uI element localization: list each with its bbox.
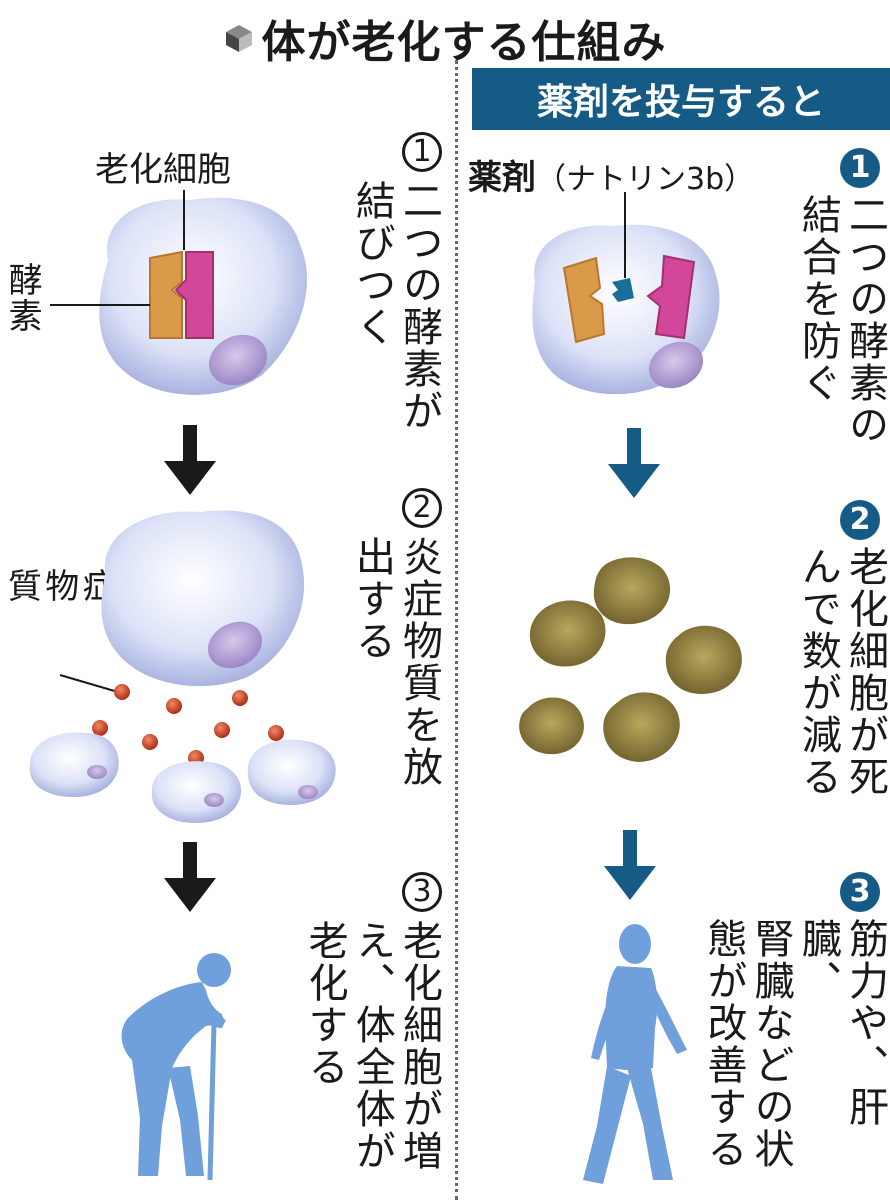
step-text: 老化細胞が増 え、体全体が 老化する bbox=[301, 920, 442, 1172]
left-step-3: 3 老化細胞が増 え、体全体が 老化する bbox=[276, 872, 442, 1200]
walking-person-icon bbox=[583, 924, 687, 1184]
right-step-2: 2 老化細胞が死 んで数が減る bbox=[776, 500, 888, 840]
step-text: 炎症物質を放 出する bbox=[348, 536, 442, 788]
elderly-person-icon bbox=[121, 953, 231, 1181]
down-arrow-icon bbox=[164, 425, 216, 495]
drug-label: 薬剤（ナトリン3b） bbox=[468, 158, 755, 198]
step-text: 老化細胞が死 んで数が減る bbox=[794, 546, 888, 798]
step-text: 二つの酵素が 結びつく bbox=[348, 180, 442, 432]
step-text: 筋力や、肝臓、 腎臓などの状 態が改善する bbox=[700, 918, 888, 1170]
column-divider bbox=[455, 60, 458, 1200]
cube-icon bbox=[225, 25, 252, 52]
step-number-2: 2 bbox=[402, 488, 442, 528]
banner: 薬剤を投与すると bbox=[472, 68, 890, 130]
title-text: 体が老化する仕組み bbox=[261, 17, 667, 68]
step-number-1: 1 bbox=[402, 132, 442, 172]
left-step-1: 1 二つの酵素が 結びつく bbox=[330, 132, 442, 552]
left-step-2: 2 炎症物質を放 出する bbox=[330, 488, 442, 828]
senescent-cell-label: 老化細胞 bbox=[95, 150, 231, 190]
step-number-3: 3 bbox=[402, 872, 442, 912]
enzyme-label: 酵素 bbox=[2, 262, 43, 334]
step-number-3: 3 bbox=[840, 872, 880, 912]
step-number-1: 1 bbox=[840, 148, 880, 188]
down-arrow-icon bbox=[608, 428, 660, 498]
step-number-2: 2 bbox=[840, 500, 880, 540]
step-text: 二つの酵素の 結合を防ぐ bbox=[794, 194, 888, 446]
right-step-1: 1 二つの酵素の 結合を防ぐ bbox=[776, 148, 888, 508]
down-arrow-icon bbox=[164, 842, 216, 912]
page-title: 体が老化する仕組み bbox=[0, 6, 890, 70]
down-arrow-icon bbox=[604, 830, 656, 900]
right-step-3: 3 筋力や、肝臓、 腎臓などの状 態が改善する bbox=[700, 872, 888, 1200]
